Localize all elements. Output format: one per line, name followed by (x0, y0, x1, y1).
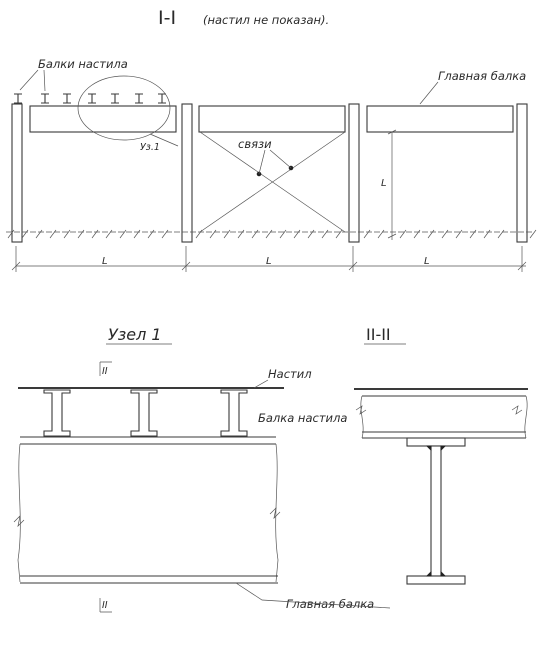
floor-beam-symbols (14, 93, 166, 104)
main-beam-cross-section (406, 437, 466, 585)
columns (11, 103, 528, 243)
section-2-title: II-II (366, 325, 391, 344)
column-2 (181, 103, 193, 243)
floor-beam-i-3 (63, 93, 71, 104)
floor-beams-leader (19, 69, 46, 92)
height-label: L (381, 178, 387, 189)
decking-label: Настил (268, 367, 312, 381)
section-mark-top-label: II (102, 366, 108, 377)
floor-beam-section-3 (220, 389, 248, 437)
main-beams (29, 105, 514, 133)
weld-marks (425, 445, 447, 577)
main-beam-top-flange (406, 437, 466, 447)
floor-beam-i-4 (88, 93, 96, 104)
height-dimension (387, 129, 397, 240)
main-beam-bay-1 (29, 105, 177, 133)
bracing-leaders (258, 149, 292, 175)
section-1: I-I (настил не показан). Балки настила (6, 7, 537, 272)
node-1-ref-label: Уз.1 (140, 142, 160, 153)
column-4 (516, 103, 528, 243)
main-beam-label: Главная балка (438, 69, 526, 83)
floor-beam-i-7 (158, 93, 166, 104)
section-2: II-II (354, 325, 528, 585)
span-dimensions (11, 246, 527, 272)
floor-beam-label: Балка настила (258, 411, 347, 425)
floor-beam-section-1 (43, 389, 71, 437)
section-mark-top (99, 361, 112, 376)
floor-beams-label: Балки настила (38, 57, 128, 71)
bracing-label: связи (238, 137, 272, 151)
node-1-title: Узел 1 (108, 325, 162, 344)
floor-beam-i-2 (41, 93, 49, 104)
decking-leader (253, 379, 269, 389)
main-beam-leader (419, 81, 439, 105)
ground-line (6, 229, 537, 239)
floor-beam-i-5 (111, 93, 119, 104)
section-1-title: I-I (158, 7, 176, 29)
span-label-3: L (424, 256, 430, 267)
main-beam-bay-2 (198, 105, 346, 133)
span-label-1: L (102, 256, 108, 267)
floor-beam-i-6 (135, 93, 143, 104)
node-1-callout-circle (77, 75, 171, 141)
floor-beam-elevation (355, 395, 528, 439)
section-mark-bottom (99, 598, 112, 613)
section-mark-bottom-label: II (102, 600, 108, 611)
floor-beam-i-1 (14, 93, 22, 104)
floor-beam-sections (43, 389, 248, 437)
main-beam-bottom-flange (406, 575, 466, 585)
node-1-detail: Узел 1 II Настил Балка настила Главна (13, 325, 391, 613)
node-1-callout-leader (149, 133, 179, 147)
main-beam-bottom-leader (235, 582, 391, 609)
column-1 (11, 103, 23, 243)
vertical-bracing (199, 131, 346, 233)
span-label-2: L (266, 256, 272, 267)
floor-beam-section-2 (130, 389, 158, 437)
main-beam-web (430, 445, 442, 577)
bracing-diagonal-2 (199, 131, 346, 233)
main-beam-elevation (13, 436, 281, 584)
section-1-subtitle: (настил не показан). (203, 13, 329, 27)
column-3 (348, 103, 360, 243)
main-beam-bay-3 (366, 105, 514, 133)
